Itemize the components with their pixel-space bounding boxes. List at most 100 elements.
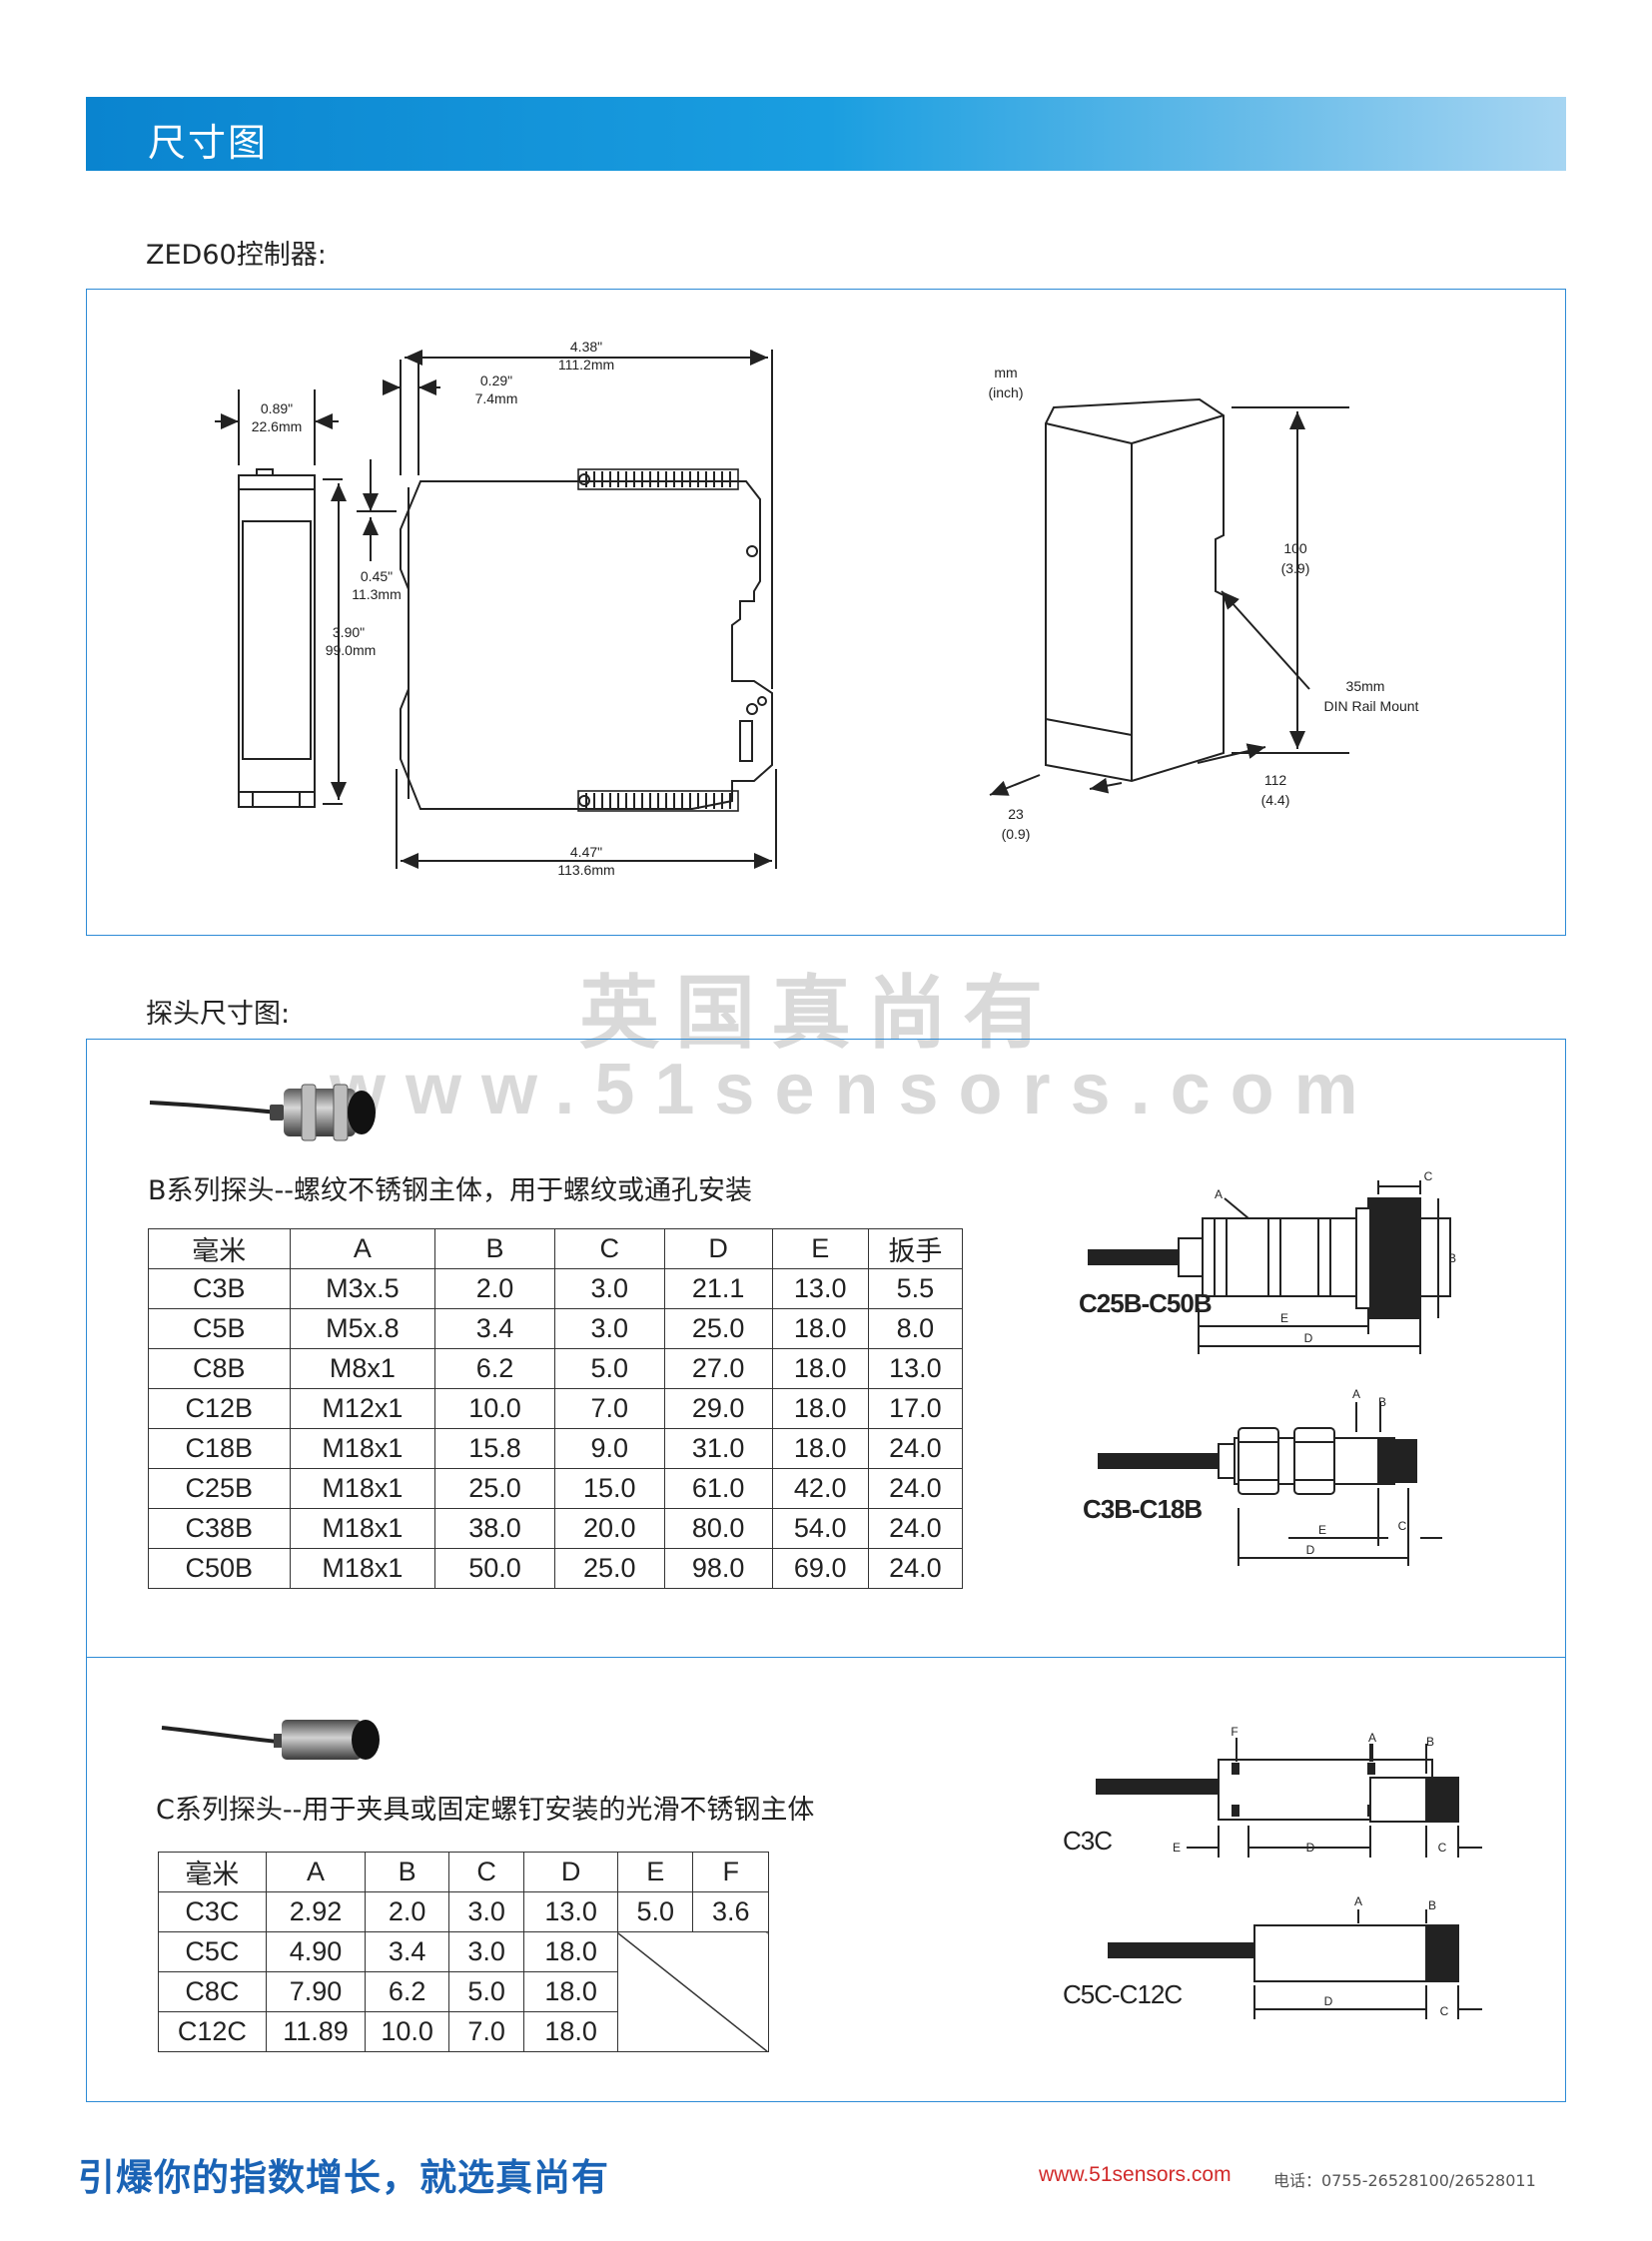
table-cell: C50B [148, 1548, 291, 1589]
table-cell: 18.0 [523, 2011, 618, 2052]
table-cell: 2.0 [434, 1268, 555, 1309]
b1-label-a: A [1215, 1187, 1223, 1201]
b-table-header: C [553, 1228, 665, 1269]
footer-website-link[interactable]: www.51sensors.com [1039, 2163, 1232, 2186]
c1-label-c: C [1438, 1841, 1447, 1855]
table-cell: 5.0 [553, 1348, 665, 1389]
watermark-url: www.51sensors.com [330, 1050, 1378, 1129]
iso-rail: 35mm [1346, 678, 1385, 694]
b-series-title: B系列探头--螺纹不锈钢主体，用于螺纹或通孔安装 [148, 1175, 753, 1206]
b-table-header: 扳手 [867, 1228, 964, 1269]
table-cell: C8B [148, 1348, 291, 1389]
table-cell: 38.0 [434, 1508, 555, 1549]
table-cell: 15.0 [553, 1468, 665, 1509]
dim-height-mm: 99.0mm [326, 642, 377, 658]
iso-depth: 112 [1264, 772, 1287, 788]
table-cell: 29.0 [663, 1388, 773, 1429]
table-cell: 7.0 [553, 1388, 665, 1429]
table-cell: C8C [158, 1971, 267, 2012]
table-cell: M18x1 [289, 1468, 436, 1509]
b-table-header: E [771, 1228, 869, 1269]
c-probe-photo [161, 1720, 380, 1760]
dim-depth-in: 0.89" [261, 400, 293, 416]
c-table-header: E [616, 1852, 694, 1892]
controller-drawing-box: 4.38" 111.2mm 0.29" 7.4mm 0.89" 22.6mm 0… [86, 289, 1566, 936]
table-cell: 24.0 [867, 1508, 964, 1549]
table-cell: 54.0 [771, 1508, 869, 1549]
table-cell: 3.0 [447, 1891, 525, 1932]
table-cell: 10.0 [365, 2011, 449, 2052]
table-cell: M5x.8 [289, 1308, 436, 1349]
table-cell: C3B [148, 1268, 291, 1309]
table-cell: 50.0 [434, 1548, 555, 1589]
c2-label-b: B [1428, 1898, 1436, 1912]
b1-label-c: C [1424, 1169, 1433, 1183]
blank-cell [616, 1931, 770, 2052]
table-cell: 5.5 [867, 1268, 964, 1309]
iso-unit-inch: (inch) [988, 384, 1023, 400]
controller-label: ZED60控制器: [146, 240, 327, 271]
table-cell: 8.0 [867, 1308, 964, 1349]
banner-title: 尺寸图 [148, 121, 269, 165]
iso-width-inch: (0.9) [1002, 826, 1031, 842]
iso-view-outline [1045, 397, 1225, 783]
table-cell: C12C [158, 2011, 267, 2052]
table-cell: C38B [148, 1508, 291, 1549]
dim-top-width-mm: 111.2mm [558, 357, 614, 373]
b1-name: C25B-C50B [1079, 1288, 1212, 1318]
iso-rail-label: DIN Rail Mount [1324, 698, 1419, 714]
iso-height: 100 [1283, 540, 1307, 556]
table-cell: 25.0 [434, 1468, 555, 1509]
b-diagram-c25b-c50b: A C B E D C25B-C50B [1079, 1169, 1456, 1354]
footer-slogan: 引爆你的指数增长，就选真尚有 [78, 2156, 609, 2199]
b2-label-b: B [1378, 1395, 1386, 1409]
table-cell: M18x1 [289, 1428, 436, 1469]
table-cell: C5C [158, 1931, 267, 1972]
c-series-title: C系列探头--用于夹具或固定螺钉安装的光滑不锈钢主体 [156, 1795, 815, 1826]
table-cell: 2.92 [265, 1891, 367, 1932]
dim-clip-in: 0.45" [361, 568, 393, 584]
table-cell: 24.0 [867, 1548, 964, 1589]
c-table-header: F [692, 1852, 769, 1892]
table-cell: 13.0 [523, 1891, 618, 1932]
c-table-header: C [447, 1852, 525, 1892]
table-cell: 3.0 [553, 1268, 665, 1309]
b1-label-b: B [1448, 1251, 1456, 1265]
table-cell: M12x1 [289, 1388, 436, 1429]
c-table-header: D [523, 1852, 618, 1892]
table-cell: 6.2 [365, 1971, 449, 2012]
table-cell: 27.0 [663, 1348, 773, 1389]
table-cell: 15.8 [434, 1428, 555, 1469]
b1-label-d: D [1304, 1331, 1313, 1345]
table-cell: C18B [148, 1428, 291, 1469]
iso-depth-inch: (4.4) [1261, 792, 1290, 808]
table-cell: 11.89 [265, 2011, 367, 2052]
b2-label-e: E [1318, 1523, 1326, 1537]
table-cell: 3.6 [692, 1891, 769, 1932]
table-cell: 18.0 [523, 1971, 618, 2012]
table-cell: 13.0 [867, 1348, 964, 1389]
table-cell: 6.2 [434, 1348, 555, 1389]
table-cell: 25.0 [663, 1308, 773, 1349]
table-cell: 18.0 [523, 1931, 618, 1972]
table-cell: 69.0 [771, 1548, 869, 1589]
footer-phone: 电话：0755-26528100/26528011 [1273, 2171, 1536, 2190]
table-cell: 7.90 [265, 1971, 367, 2012]
table-cell: 7.0 [447, 2011, 525, 2052]
watermark-cn: 英国真尚有 [579, 967, 1059, 1060]
section-banner: 尺寸图 [86, 97, 1566, 171]
dim-offset-mm: 7.4mm [475, 390, 518, 406]
